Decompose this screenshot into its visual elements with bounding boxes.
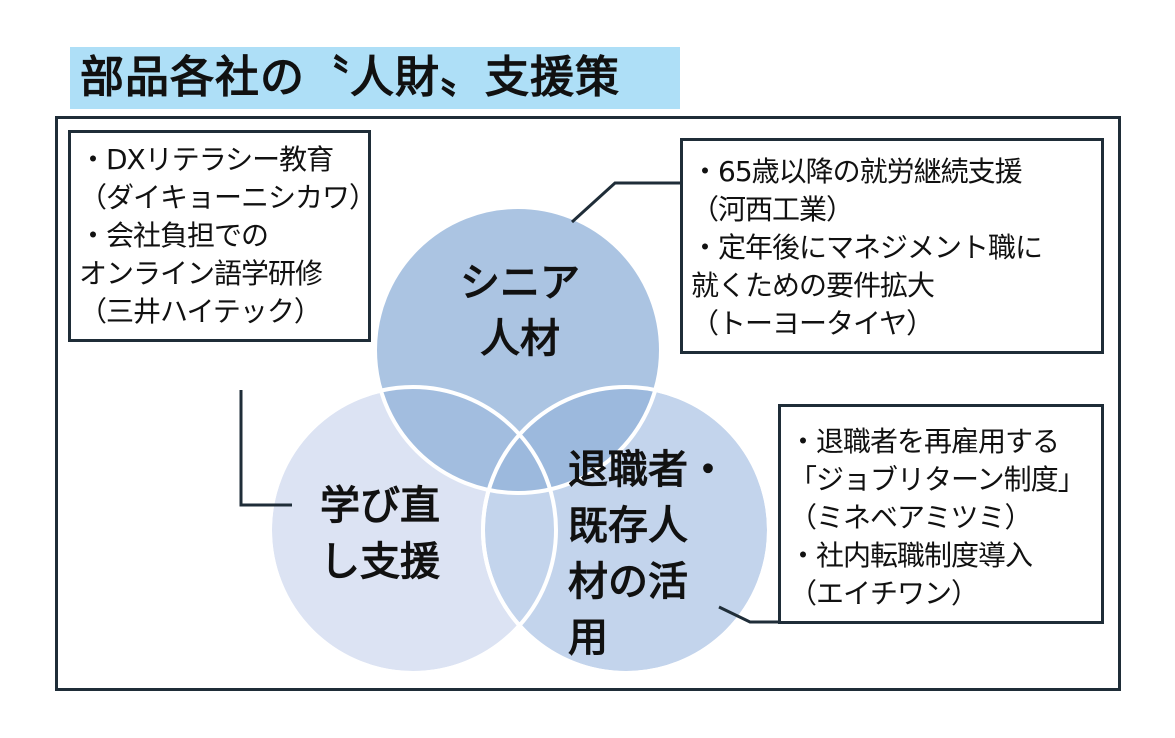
box-line: ・退職者を再雇用する — [789, 425, 1060, 458]
label-reskilling: 学び直 し支援 — [320, 483, 440, 585]
circle-reskilling-outline — [268, 385, 558, 675]
box-line: ・定年後にマネジメント職に — [691, 231, 1043, 264]
box-line: （河西工業） — [691, 193, 854, 226]
box-line: オンライン語学研修 — [79, 257, 323, 290]
diagram-title: 部品各社の〝人財〟支援策 — [70, 47, 680, 109]
box-reskilling: ・DXリテラシー教育 （ダイキョーニシカワ） ・会社負担での オンライン語学研修… — [68, 130, 377, 342]
box-line: ・65歳以降の就労継続支援 — [691, 155, 1023, 188]
box-line: ・会社負担での — [79, 219, 269, 252]
box-line: （ダイキョーニシカワ） — [79, 181, 377, 214]
diagram-frame — [55, 116, 1121, 691]
box-line: 「ジョブリターン制度」 — [789, 463, 1086, 496]
connector-retirees — [718, 605, 780, 624]
box-retirees: ・退職者を再雇用する 「ジョブリターン制度」 （ミネベアミツミ） ・社内転職制度… — [778, 404, 1104, 624]
box-line: ・社内転職制度導入 — [789, 539, 1033, 572]
connector-reskilling — [239, 390, 292, 507]
box-line: （トーヨータイヤ） — [691, 307, 934, 340]
box-line: ・DXリテラシー教育 — [79, 143, 334, 176]
circle-senior — [373, 205, 663, 495]
box-line: （三井ハイテック） — [79, 295, 322, 328]
circle-retirees-outline — [481, 385, 771, 675]
label-retirees: 退職者・ 既存人 材の活 用 — [568, 447, 728, 661]
label-senior: シニア 人材 — [460, 260, 580, 362]
box-line: （エイチワン） — [789, 577, 979, 610]
box-line: 就くための要件拡大 — [691, 269, 935, 302]
box-line: （ミネベアミツミ） — [789, 501, 1032, 534]
connector-senior — [570, 181, 682, 224]
box-senior: ・65歳以降の就労継続支援 （河西工業） ・定年後にマネジメント職に 就くための… — [680, 138, 1104, 354]
